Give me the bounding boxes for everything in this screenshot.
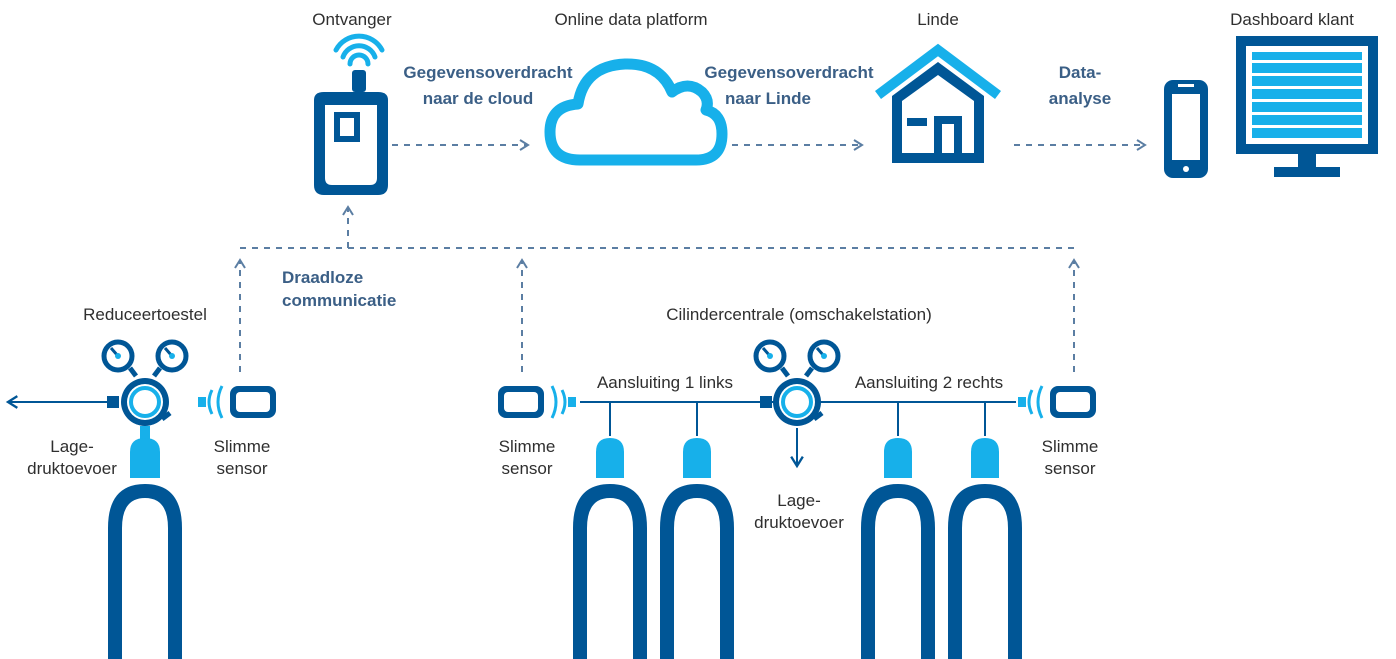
gas-cylinder-icon (660, 438, 734, 659)
gas-cylinder-icon (573, 438, 647, 659)
platform-label: Online data platform (554, 10, 707, 29)
sensor-station-right-line2: sensor (1044, 459, 1095, 478)
sensor-left-line2: sensor (216, 459, 267, 478)
sensor-icon (198, 385, 276, 419)
sensor-icon (498, 385, 576, 419)
sensor-icon (1018, 385, 1096, 419)
gas-cylinder-icon (861, 438, 935, 659)
flow-analysis-line1: Data- (1059, 63, 1102, 82)
regulator-icon (773, 378, 824, 426)
flow-to-cloud-line1: Gegevensoverdracht (403, 63, 572, 82)
low-pressure-left-line2: druktoevoer (27, 459, 117, 478)
flow-to-cloud-line2: naar de cloud (423, 89, 534, 108)
cloud-icon (544, 58, 728, 166)
flow-to-linde-line1: Gegevensoverdracht (704, 63, 873, 82)
low-pressure-center-line1: Lage- (777, 491, 820, 510)
sensor-station-right-line1: Slimme (1042, 437, 1099, 456)
receiver-icon (314, 70, 388, 195)
gas-cylinder-icon (948, 438, 1022, 659)
house-icon (875, 43, 1001, 163)
linde-label: Linde (917, 10, 959, 29)
sensor-station-left-line2: sensor (501, 459, 552, 478)
reducer-label: Reduceertoestel (83, 305, 207, 324)
sensor-station-left-line1: Slimme (499, 437, 556, 456)
gauge-icon (753, 339, 841, 378)
flow-to-linde-line2: naar Linde (725, 89, 811, 108)
low-pressure-left-line1: Lage- (50, 437, 93, 456)
gas-cylinder-icon (108, 426, 182, 659)
cylinder-station-label: Cilindercentrale (omschakelstation) (666, 305, 932, 324)
wireless-label-line2: communicatie (282, 291, 396, 310)
wireless-label-line1: Draadloze (282, 268, 363, 287)
wifi-icon (333, 33, 385, 67)
dashboard-label: Dashboard klant (1230, 10, 1354, 29)
gauge-icon (101, 339, 189, 378)
sensor-left-line1: Slimme (214, 437, 271, 456)
flow-analysis-line2: analyse (1049, 89, 1111, 108)
connection-left-label: Aansluiting 1 links (597, 373, 733, 392)
connection-right-label: Aansluiting 2 rechts (855, 373, 1003, 392)
phone-icon (1164, 80, 1208, 178)
regulator-icon (121, 378, 172, 426)
receiver-label: Ontvanger (312, 10, 392, 29)
low-pressure-center-line2: druktoevoer (754, 513, 844, 532)
monitor-icon (1236, 36, 1378, 177)
